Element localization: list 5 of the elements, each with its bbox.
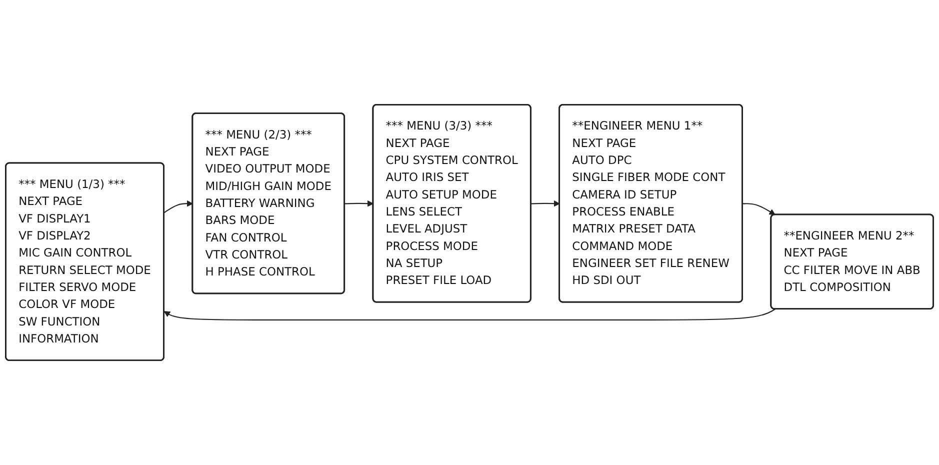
arrow <box>742 203 776 216</box>
arrow <box>164 308 776 320</box>
arrow <box>531 200 560 207</box>
arrow <box>344 200 374 207</box>
arrow <box>164 200 194 214</box>
